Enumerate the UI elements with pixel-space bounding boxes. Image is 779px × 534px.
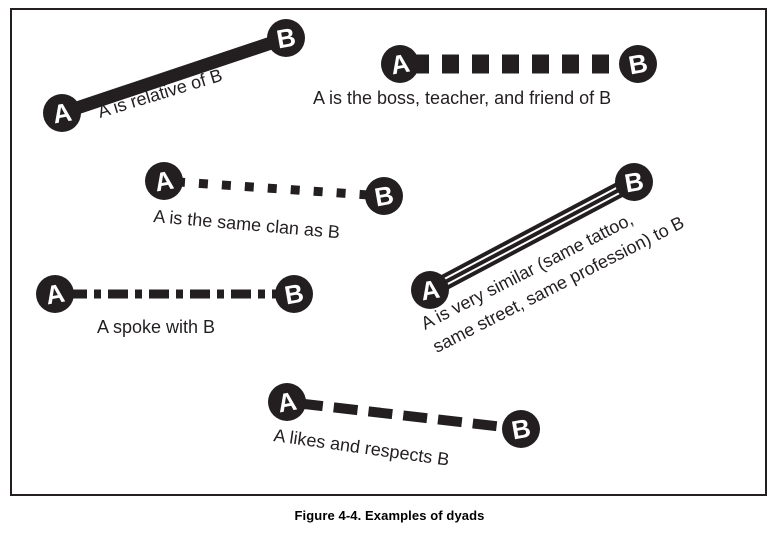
figure-border: [10, 8, 767, 496]
figure-caption: Figure 4-4. Examples of dyads: [294, 508, 485, 523]
